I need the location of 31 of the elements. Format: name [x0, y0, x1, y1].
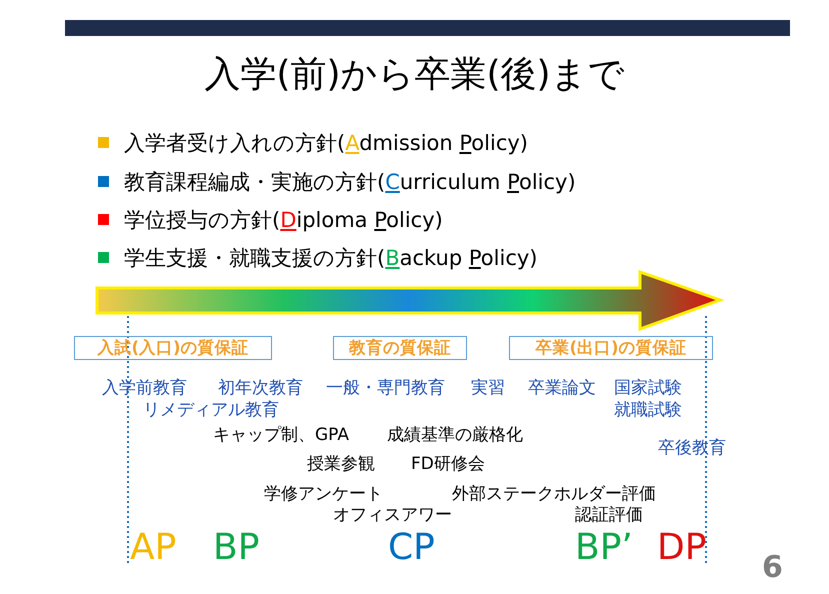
term-label: 卒後教育	[658, 438, 726, 460]
policy-abbreviation: BP’	[575, 526, 633, 570]
policy-abbreviation: BP	[213, 526, 260, 570]
term-label: 国家試験	[614, 378, 682, 400]
term-label: 初年次教育	[218, 378, 303, 400]
legend-text: 学生支援・就職支援の方針(Backup Policy)	[124, 245, 538, 271]
term-label: 成績基準の厳格化	[387, 425, 523, 447]
term-label: リメディアル教育	[143, 400, 279, 422]
legend-text: 学位授与の方針(Diploma Policy)	[124, 207, 443, 233]
term-label: 入学前教育	[102, 378, 187, 400]
section-box: 教育の質保証	[333, 336, 467, 360]
policy-abbreviation: CP	[388, 526, 435, 570]
term-label: FD研修会	[411, 454, 485, 476]
term-label: 就職試験	[614, 400, 682, 422]
section-box: 入試(入口)の質保証	[74, 336, 272, 360]
term-label: 学修アンケート	[264, 484, 383, 506]
section-box: 卒業(出口)の質保証	[509, 336, 713, 360]
policy-abbreviation: AP	[130, 526, 176, 570]
title: 入学(前)から卒業(後)まで	[203, 53, 626, 97]
term-label: 卒業論文	[528, 378, 596, 400]
term-label: 認証評価	[575, 505, 643, 527]
term-label: 外部ステークホルダー評価	[452, 484, 656, 506]
term-label: 一般・専門教育	[326, 378, 445, 400]
term-label: オフィスアワー	[333, 505, 452, 527]
policy-abbreviation: DP	[657, 526, 706, 570]
page-number: 6	[762, 549, 783, 587]
term-label: キャップ制、GPA	[213, 425, 349, 447]
term-label: 授業参観	[307, 454, 375, 476]
legend-text: 教育課程編成・実施の方針(Curriculum Policy)	[124, 169, 576, 195]
term-label: 実習	[471, 378, 505, 400]
legend-text: 入学者受け入れの方針(Admission Policy)	[124, 130, 528, 156]
